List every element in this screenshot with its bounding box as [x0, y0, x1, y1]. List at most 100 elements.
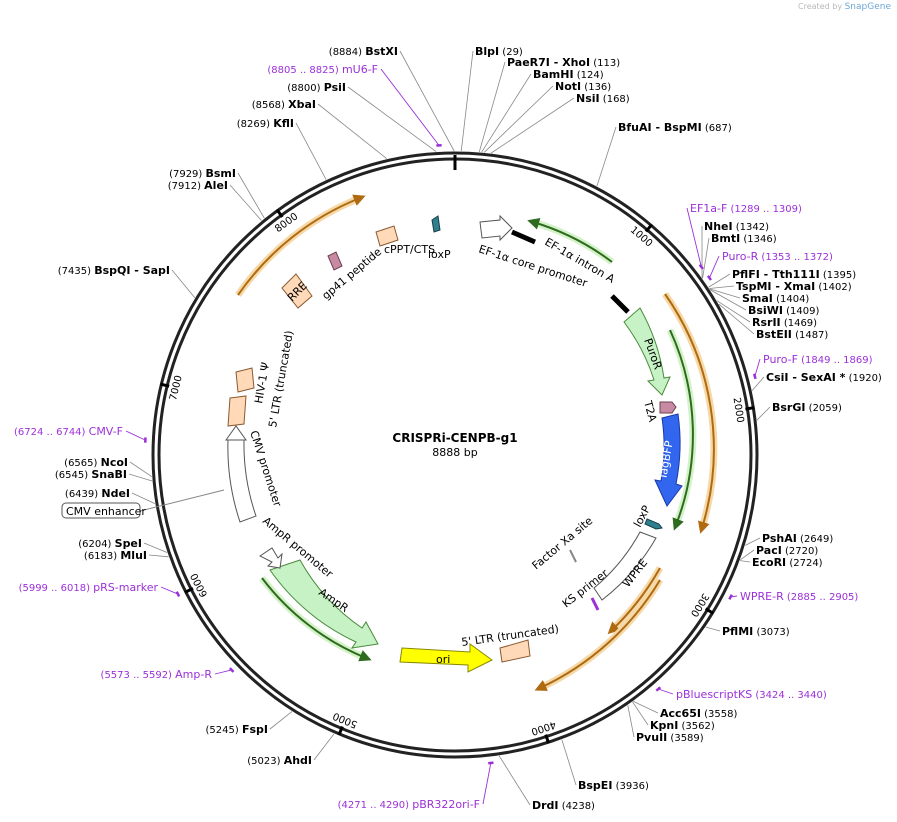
primer-line-prs — [160, 586, 179, 595]
site-line-alei — [229, 184, 262, 221]
site-snabi-name-0: SnaBI — [91, 468, 127, 481]
primer-label-puror2: Puro-F (1849 .. 1869) — [763, 353, 873, 366]
site-pflmi-name-0: PflMI — [722, 625, 753, 638]
primer-cmvf-coord: (6724 .. 6744) — [14, 427, 89, 438]
site-xbai-name-0: XbaI — [288, 98, 316, 111]
site-ahdi-coord: (5023) — [247, 756, 283, 767]
site-bsrgi-coord: (2059) — [805, 403, 842, 414]
site-bsiwi-name-0: BsiWI — [748, 304, 783, 317]
site-ecori-coord: (2724) — [786, 558, 823, 569]
site-drdi-name-0: DrdI — [532, 799, 559, 812]
site-line-ecori — [740, 560, 751, 563]
site-label-kfli: (8269) KflI — [237, 117, 294, 130]
site-label-csi-sex: CsiI - SexAI * (1920) — [766, 371, 882, 384]
site-bsiwi-coord: (1409) — [783, 306, 820, 317]
site-smai-name-0: SmaI — [742, 292, 773, 305]
ef1a-core-promoter-arrow — [479, 214, 513, 242]
site-nsii-coord: (168) — [600, 94, 630, 105]
site-bsrgi-name-0: BsrGI — [772, 401, 805, 414]
backbone-outer — [151, 151, 759, 759]
wpre-shape — [593, 531, 657, 601]
ks-primer-mark — [590, 597, 600, 611]
rre-shape — [281, 273, 313, 309]
site-drdi-coord: (4238) — [559, 801, 596, 812]
site-line-bsteii — [718, 303, 755, 335]
site-label-bsmi: (7929) BsmI — [169, 167, 236, 180]
site-spei-coord: (6204) — [78, 539, 114, 550]
feature-cmv-enhancer: CMV enhancer — [66, 505, 146, 518]
factor-xa-mark — [569, 549, 577, 563]
tick-6000 — [184, 587, 194, 594]
primer-label-prs: (5999 .. 6018) pRS-marker — [19, 581, 159, 594]
site-nhei-coord: (1342) — [733, 222, 770, 233]
site-kfli-name-0: KflI — [273, 117, 294, 130]
site-tsp-xma-dash: - — [772, 280, 784, 293]
site-line-smai — [709, 288, 741, 299]
site-bsmi-coord: (7929) — [169, 169, 205, 180]
primer-pbks-coord: (3424 .. 3440) — [752, 690, 827, 701]
site-line-tsp-xma — [709, 285, 735, 289]
feature-cmv-promoter: CMV promoter — [247, 429, 284, 509]
site-line-ndei — [131, 492, 156, 504]
site-label-xbai: (8568) XbaI — [252, 98, 316, 111]
primer-line-wprer — [730, 595, 738, 598]
credit-prefix: Created by — [798, 2, 843, 11]
site-line-pflmi — [705, 626, 721, 632]
site-label-tsp-xma: TspMI - XmaI (1402) — [736, 280, 852, 293]
tick-7000 — [160, 382, 170, 388]
site-line-pae-xho — [478, 61, 506, 153]
site-csi-sex-coord: (1920) — [845, 373, 882, 384]
site-line-bstxi — [399, 50, 455, 152]
orange-arc-8000-line — [237, 194, 366, 296]
site-ecori-name-0: EcoRI — [752, 556, 786, 569]
site-paci-coord: (2720) — [782, 546, 819, 557]
tick-1000 — [644, 223, 653, 233]
tagbfp-arrow — [654, 413, 683, 507]
site-psii-name-0: PsiI — [324, 81, 346, 94]
site-bsp-sap-name-0: BspQI — [94, 264, 130, 277]
site-bfu-bsp-coord: (687) — [702, 123, 732, 134]
site-label-bfu-bsp: BfuAI - BspMI (687) — [618, 121, 732, 134]
site-ncoi-name-0: NcoI — [101, 456, 128, 469]
site-line-ncoi — [129, 461, 152, 478]
site-ndei-coord: (6439) — [65, 489, 101, 500]
primer-ampr-coord: (5573 .. 5592) — [101, 670, 176, 681]
primer-prs-name: pRS-marker — [93, 581, 158, 594]
site-line-rsrii — [716, 300, 751, 323]
ef1a-black-bar-2 — [610, 294, 630, 314]
primer-ef1af-name: EF1a-F — [690, 202, 727, 215]
site-xbai-coord: (8568) — [252, 100, 288, 111]
primer-mark-pbks — [655, 686, 662, 692]
primer-mark-pbr — [488, 761, 494, 765]
site-kpni-name-0: KpnI — [650, 719, 678, 732]
site-kfli-coord: (8269) — [237, 119, 273, 130]
site-label-bspei: BspEI (3936) — [578, 779, 649, 792]
site-label-nsii: NsiI (168) — [576, 92, 630, 105]
site-mlui-name-0: MluI — [120, 549, 147, 562]
plasmid-name: CRISPRi-CENPB-g1 — [392, 431, 517, 445]
site-line-bsp-sap — [171, 269, 196, 299]
primer-mark-ef1af — [698, 263, 704, 270]
site-bfu-bsp-dash: - — [652, 121, 664, 134]
cmv-promoter-shape — [227, 439, 257, 523]
ori-arrow — [399, 643, 493, 673]
site-alei-coord: (7912) — [168, 181, 204, 192]
orange-arc-3000-line — [607, 567, 661, 635]
site-pae-xho-name-0: PaeR7I — [507, 56, 550, 69]
site-csi-sex-dash: - — [788, 371, 800, 384]
tick-label-3000: 3000 — [688, 591, 711, 618]
site-acc65i-name-0: Acc65I — [660, 707, 701, 720]
loxp-right-shape — [644, 518, 663, 530]
primer-label-wprer: WPRE-R (2885 .. 2905) — [740, 590, 858, 603]
site-pshai-coord: (2649) — [797, 534, 834, 545]
site-line-csi-sex — [751, 376, 765, 391]
site-label-rsrii: RsrII (1469) — [752, 316, 817, 329]
tick-8000 — [275, 208, 284, 218]
hiv-psi-shape — [235, 367, 255, 393]
orange-arc-2000-line — [664, 293, 715, 534]
primer-label-mu6f: (8805 .. 8825) mU6-F — [267, 63, 378, 76]
site-label-pshai: PshAI (2649) — [762, 532, 833, 545]
site-line-bsiwi — [709, 289, 747, 311]
site-blpi-name-0: BlpI — [475, 45, 499, 58]
site-label-bsiwi: BsiWI (1409) — [748, 304, 819, 317]
